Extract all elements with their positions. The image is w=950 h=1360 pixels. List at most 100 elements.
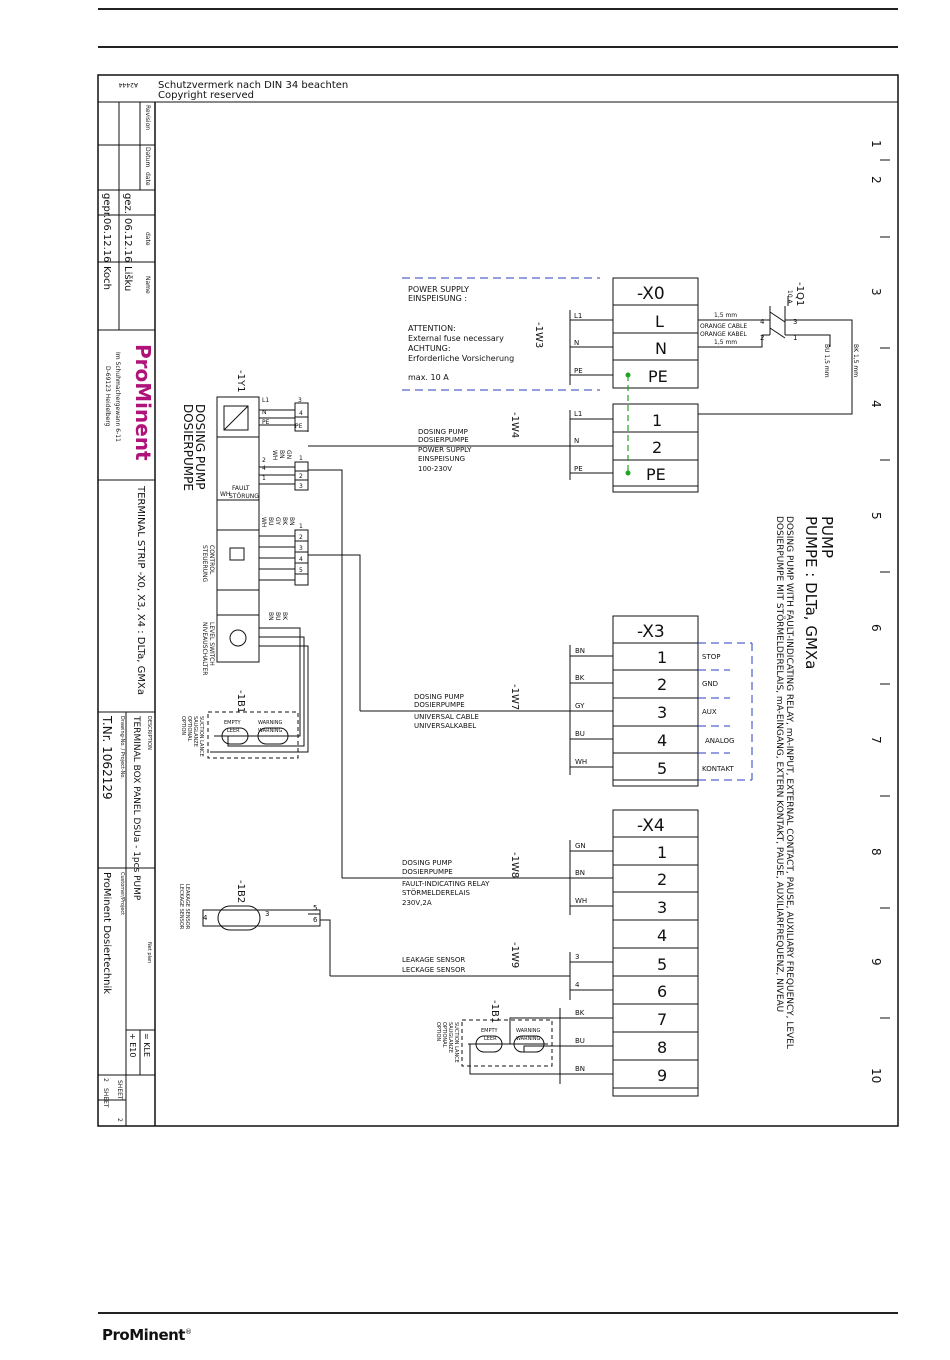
fuse-pin: 3 <box>793 318 797 326</box>
w9-pin: 4 <box>575 981 580 989</box>
leakage-label: -1B2 <box>235 880 246 903</box>
attention-text: ATTENTION: <box>408 324 456 333</box>
x4-terminal: 3 <box>657 898 667 917</box>
x3-text: UNIVERSALKABEL <box>414 722 476 730</box>
wire-label: PE <box>574 465 583 473</box>
company-city: D-69123 Heidelberg <box>104 366 111 427</box>
cable-w9: -1W9 <box>509 942 520 968</box>
sheet-title: TERMINAL STRIP -X0, X3, X4 : DLTa, GMXa <box>135 485 146 695</box>
supply-terminal: PE <box>646 465 666 484</box>
x4-terminal: 4 <box>657 926 667 945</box>
x3-function: ANALOG <box>705 737 734 745</box>
rev-gez-name: Lišku <box>122 266 134 291</box>
relay-pin: 4 <box>262 465 266 472</box>
control-wire: WH <box>260 517 267 527</box>
sensor-text: OPTIONAL <box>186 716 192 742</box>
x4-text: DOSIERPUMPE <box>402 868 453 876</box>
grid-number: 2 <box>869 176 883 184</box>
x4-text: 230V,2A <box>402 899 432 907</box>
grid-number: 9 <box>869 958 883 966</box>
company-street: Im Schuhmachergewann 6-11 <box>114 352 121 442</box>
pump-power-num: 4 <box>299 410 303 417</box>
rev-col-date: Datum <box>144 147 151 167</box>
leak-text: LEAKAGE SENSOR <box>402 956 465 964</box>
x4-text: FAULT-INDICATING RELAY <box>402 880 490 888</box>
leakage-pin: 4 <box>203 914 208 922</box>
wire-label: N <box>574 339 579 347</box>
grid-number: 6 <box>869 624 883 632</box>
supply-text: DOSING PUMP <box>418 428 468 436</box>
x3-wire: BK <box>575 674 585 682</box>
rev-col-revision: Revision <box>144 105 151 130</box>
x4-wire: BN <box>575 869 585 877</box>
level-text: SUCTION LANCE <box>453 1022 459 1063</box>
control-num: 4 <box>299 556 303 563</box>
sensor-text: SAUGLANZE <box>192 716 198 747</box>
x3-text: DOSIERPUMPE <box>414 701 465 709</box>
x3-text: UNIVERSAL CABLE <box>414 713 479 721</box>
supply-text: 100-230V <box>418 465 452 473</box>
copyright-de: Schutzvermerk nach DIN 34 beachten <box>158 80 348 91</box>
pump-title: DOSING PUMP <box>193 404 207 490</box>
relay-num: 1 <box>299 455 303 462</box>
cable-w3: -1W3 <box>533 322 544 348</box>
x3-terminal: 4 <box>657 731 667 750</box>
rev-gepr: gepr. <box>101 193 112 218</box>
rev-col-date3: date <box>144 232 151 246</box>
x3-function: GND <box>702 680 718 688</box>
relay-num: 2 <box>299 473 303 480</box>
copyright-en: Copyright reserved <box>158 90 254 101</box>
x3-terminal: 1 <box>657 648 667 667</box>
drawing-no-label: Drawing-No. / Project-No. <box>119 716 125 779</box>
grid-number: 1 <box>869 140 883 148</box>
header-rule-bottom <box>98 46 898 48</box>
pump-power-pin: PE <box>262 419 270 426</box>
x3-terminal: 5 <box>657 759 667 778</box>
x3-wire: WH <box>575 758 587 766</box>
drawing-code: A2444 <box>118 81 138 88</box>
x4-label: -X4 <box>637 816 665 836</box>
grid-number: 3 <box>869 288 883 296</box>
footer-logo: ProMinent® <box>102 1326 192 1344</box>
wire-label: N <box>574 437 579 445</box>
sensor-label-left: -1B1 <box>235 690 246 713</box>
attention-text: Erforderliche Vorsicherung <box>408 354 514 363</box>
rev-col-date2: date <box>144 172 151 186</box>
leakage-pin: 3 <box>265 910 269 918</box>
grid-number: 7 <box>869 736 883 744</box>
footer-rule <box>98 1312 898 1314</box>
warning-label-left: WARNING <box>258 720 283 726</box>
fuse-wire: 1,5 mm <box>714 339 737 346</box>
pump-label: -1Y1 <box>235 370 246 392</box>
x4-terminal: 7 <box>657 1010 667 1029</box>
leak-text: LECKAGE SENSOR <box>402 966 465 974</box>
attention-text: External fuse necessary <box>408 334 504 343</box>
level-text: OPTIONAL <box>441 1022 447 1048</box>
cable-w8: -1W8 <box>509 852 520 878</box>
control-label: STEUERUNG <box>201 545 208 582</box>
warning-label: WARNING <box>516 1036 541 1042</box>
grid-number: 5 <box>869 512 883 520</box>
customer-label: Customer/Project <box>119 872 125 915</box>
drawing-no: T.Nr. 1062129 <box>100 715 114 800</box>
level-wire: BU <box>274 612 281 621</box>
netplan-label: Net plan <box>146 942 152 963</box>
x3-function: AUX <box>702 708 717 716</box>
relay-num: 3 <box>299 483 303 490</box>
pump-title-1: PUMP <box>818 516 836 558</box>
control-num: 1 <box>299 523 303 530</box>
x4-terminal: 8 <box>657 1038 667 1057</box>
rev-gez-date: 06.12.16 <box>122 218 133 263</box>
sheet-label: SHEET <box>116 1080 123 1100</box>
sheet-number: 2 <box>116 1118 123 1122</box>
fuse-wire: 1,5 mm <box>714 312 737 319</box>
relay-wire: WH <box>271 450 278 460</box>
pump-title-3: DOSING PUMP WITH FAULT-INDICATING RELAY,… <box>784 516 794 1049</box>
x4-level-wire: BN <box>575 1065 585 1073</box>
attention-text: ACHTUNG: <box>408 344 451 353</box>
grid-numbers: 1 2 3 4 5 6 7 8 9 10 <box>869 140 883 1083</box>
rev-gepr-name: Koch <box>101 266 112 290</box>
leakage-text: LEAKAGE SENSOR <box>184 884 190 930</box>
supply-terminal: 1 <box>652 411 662 430</box>
